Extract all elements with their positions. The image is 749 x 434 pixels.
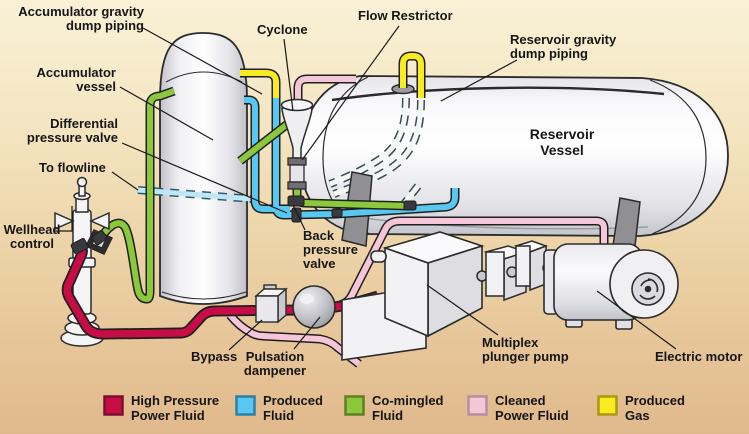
legend-label-produced-gas: Produced Gas	[625, 393, 685, 423]
label-flow-restrictor: Flow Restrictor	[358, 8, 453, 23]
leader-differential-pressure-valve	[121, 142, 288, 214]
label-reservoir-vessel: Reservoir Vessel	[529, 126, 595, 158]
legend-label-co-mingled-fluid: Co-mingled Fluid	[372, 393, 444, 423]
legend-swatch-produced-fluid	[235, 395, 256, 416]
leader-lines	[54, 25, 677, 351]
legend-swatch-high-pressure-power-fluid	[103, 395, 124, 416]
label-differential-pressure-valve: Differential pressure valve	[26, 116, 118, 145]
flowline-pipe	[137, 186, 254, 203]
legend-label-cleaned-power-fluid: Cleaned Power Fluid	[495, 393, 569, 423]
label-cyclone: Cyclone	[257, 22, 308, 37]
leader-reservoir-gravity-dump	[440, 59, 518, 102]
label-multiplex-plunger-pump: Multiplex plunger pump	[482, 335, 569, 364]
legend-label-produced-fluid: Produced Fluid	[263, 393, 323, 423]
electric-motor-graphic	[543, 243, 679, 330]
wellhead-power-clamp	[70, 238, 89, 255]
label-to-flowline: To flowline	[39, 160, 106, 175]
label-pulsation-dampener: Pulsation dampener	[243, 349, 307, 378]
leader-accumulator-gravity-dump	[142, 27, 263, 95]
manifold-fitting	[331, 208, 343, 218]
differential-pressure-valve-fitting	[287, 195, 305, 207]
leader-pulsation-dampener	[293, 316, 321, 350]
legend-swatch-produced-gas	[597, 395, 618, 416]
flow-restrictor-graphic	[287, 157, 307, 190]
label-back-pressure-valve: Back pressure valve	[303, 228, 358, 271]
cleaned-fluid-cyclone-pipe	[293, 74, 356, 106]
leader-wellhead-control	[54, 206, 73, 232]
valve-fittings	[287, 195, 417, 223]
pulsation-dampener-graphic	[292, 285, 336, 329]
leader-cyclone	[283, 38, 294, 112]
accumulator-vessel-graphic	[159, 32, 248, 305]
legend-item-produced-gas: Produced Gas	[597, 393, 685, 423]
reservoir-gas-pipe	[391, 51, 426, 98]
legend-label-high-pressure-power-fluid: High Pressure Power Fluid	[131, 393, 220, 423]
pump-couplings-graphic	[476, 240, 554, 302]
leader-bypass	[228, 319, 263, 351]
legend-swatch-co-mingled-fluid	[344, 395, 365, 416]
accumulator-gas-pipe	[240, 68, 281, 100]
label-accumulator-vessel: Accumulator vessel	[36, 65, 116, 94]
cyclone-graphic	[280, 98, 314, 159]
wellhead-return-clamp	[91, 230, 108, 246]
back-pressure-valve-fitting	[291, 207, 302, 223]
leader-electric-motor	[596, 290, 677, 350]
legend-item-high-pressure-power-fluid: High Pressure Power Fluid	[103, 393, 220, 423]
label-electric-motor: Electric motor	[655, 349, 743, 364]
label-reservoir-gravity-dump-piping: Reservoir gravity dump piping	[510, 32, 617, 61]
label-bypass: Bypass	[191, 349, 238, 364]
bypass-valve-graphic	[254, 284, 288, 324]
leader-to-flowline	[111, 171, 139, 191]
legend-item-cleaned-power-fluid: Cleaned Power Fluid	[467, 393, 569, 423]
legend-swatch-cleaned-power-fluid	[467, 395, 488, 416]
leader-multiplex-pump	[426, 284, 499, 336]
pipe-union-fitting	[403, 200, 417, 211]
label-accumulator-gravity-dump-piping: Accumulator gravity dump piping	[18, 4, 144, 33]
leader-flow-restrictor	[301, 25, 400, 161]
label-wellhead-control: Wellhead control	[3, 222, 61, 251]
legend-item-co-mingled-fluid: Co-mingled Fluid	[344, 393, 444, 423]
multiplex-pump-graphic	[341, 231, 485, 361]
leader-accumulator-vessel	[119, 86, 214, 141]
leader-back-pressure-valve	[292, 204, 306, 231]
legend-item-produced-fluid: Produced Fluid	[235, 393, 323, 423]
